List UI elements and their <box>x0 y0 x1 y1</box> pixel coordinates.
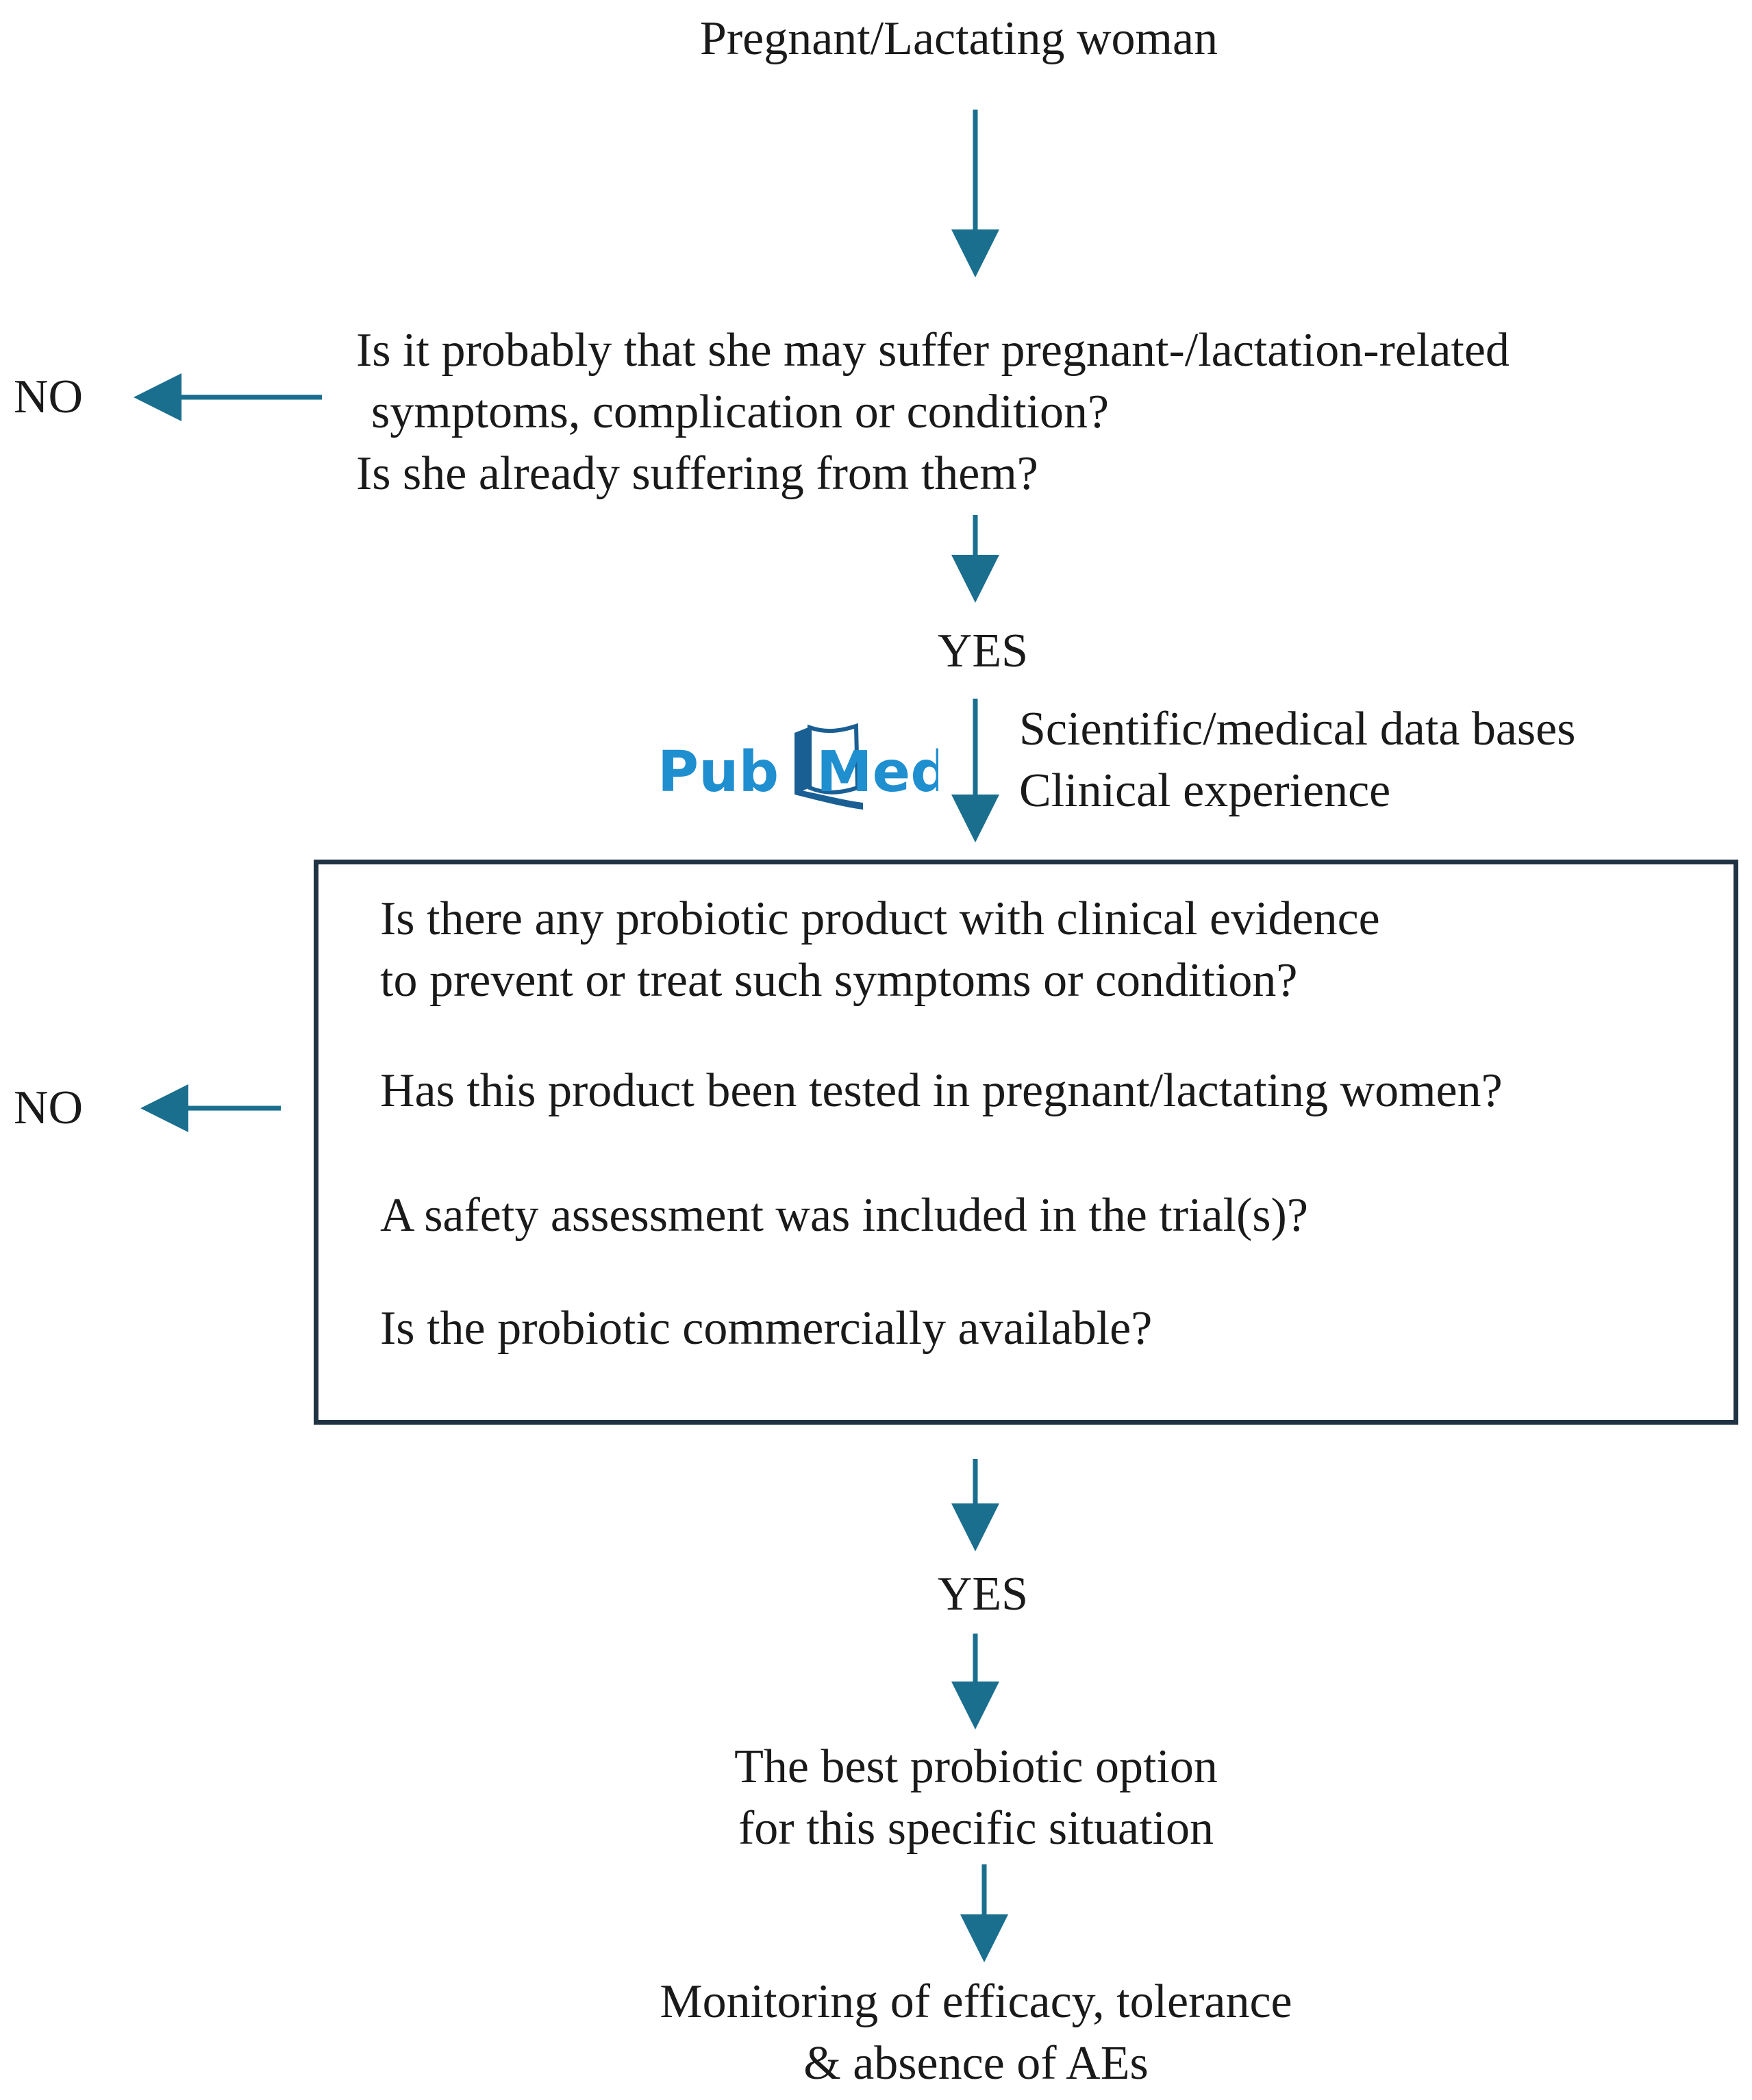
pubmed-logo-med: Med <box>816 740 938 805</box>
no-label-2: NO <box>14 1082 84 1134</box>
question-block-1: Is it probably that she may suffer pregn… <box>356 320 1510 505</box>
sources-line-2: Clinical experience <box>1019 764 1391 817</box>
criteria-question-1: Is there any probiotic product with clin… <box>380 888 1380 1012</box>
sources-line-1: Scientific/medical data bases <box>1019 703 1576 755</box>
outcome-line-2: for this specific situation <box>738 1802 1214 1855</box>
outcome-block: The best probiotic option for this speci… <box>616 1736 1336 1860</box>
question-line-3: Is she already suffering from them? <box>356 447 1038 500</box>
start-text: Pregnant/Lactating woman <box>699 12 1218 65</box>
final-line-2: & absence of AEs <box>803 2037 1149 2090</box>
criteria-question-2: Has this product been tested in pregnant… <box>380 1064 1503 1117</box>
pubmed-book-logo-icon: Pub Med <box>658 723 938 810</box>
final-block: Monitoring of efficacy, tolerance & abse… <box>589 1971 1363 2095</box>
criteria-question-4: Is the probiotic commercially available? <box>380 1302 1153 1355</box>
criteria-q1-line-2: to prevent or treat such symptoms or con… <box>380 954 1298 1007</box>
yes-label-1: YES <box>937 625 1029 677</box>
final-line-1: Monitoring of efficacy, tolerance <box>660 1975 1292 2028</box>
criteria-box <box>314 860 1738 1425</box>
outcome-line-1: The best probiotic option <box>734 1740 1218 1793</box>
question-line-2: symptoms, complication or condition? <box>371 386 1110 438</box>
criteria-question-3: A safety assessment was included in the … <box>380 1189 1308 1242</box>
sources-block: Scientific/medical data bases Clinical e… <box>1019 699 1575 822</box>
criteria-q1-line-1: Is there any probiotic product with clin… <box>380 892 1380 945</box>
start-node: Pregnant/Lactating woman <box>616 8 1301 70</box>
pubmed-logo-pub: Pub <box>658 740 779 805</box>
yes-label-2: YES <box>937 1568 1029 1621</box>
question-line-1: Is it probably that she may suffer pregn… <box>356 324 1510 377</box>
no-label-1: NO <box>14 371 84 423</box>
